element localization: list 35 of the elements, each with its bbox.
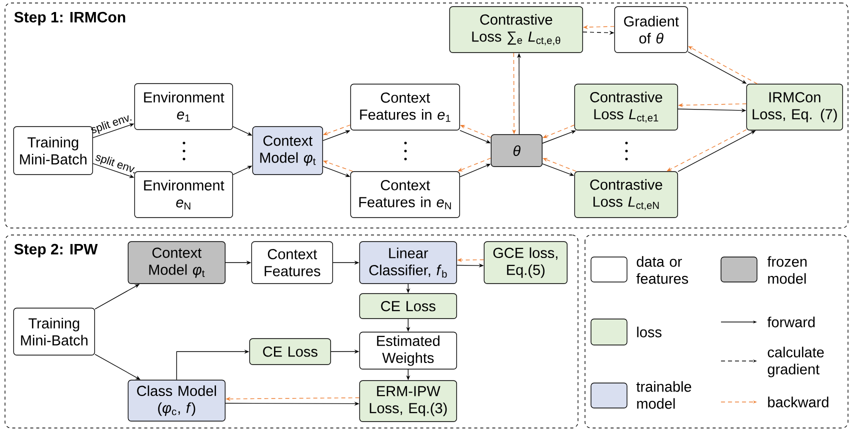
loss-box: CE Loss [359,293,457,319]
loss-box: Contrastive Loss ∑$_{e}$ L$_{ct,e,θ}$ [449,6,583,53]
loss-box: IRMCon Loss, Eq. (7) [746,84,843,130]
data-box: Environment e$_{N}$ [134,171,233,218]
data-box: Environment e$_{1}$ [134,83,233,130]
legend-text: trainable model [636,381,692,409]
loss-box: ERM-IPW Loss, Eq.(3) [359,380,457,422]
loss-box: GCE loss, Eq.(5) [484,241,568,284]
model-box: Linear Classifier, f$_{b}$ [359,241,457,284]
legend-text: loss [637,326,662,338]
data-box: Estimated Weights [359,332,457,370]
edge-label: split env. [96,155,135,174]
loss-box: Contrastive Loss L$_{ct,eN}$ [574,171,678,218]
data-box: Context Features in e$_{1}$ [350,84,460,130]
legend-text: data or features [636,256,688,284]
panel-title: Step 1: IRMCon [14,12,126,26]
edge-label: split env. [91,115,132,134]
legend-text: forward [767,316,815,328]
model-box: Context Model φ$_{t}$ [128,241,226,284]
model-box: Context Model φ$_{t}$ [252,126,323,175]
model-box: Class Model (φ$_{c}$, f) [128,380,226,422]
data-box: Gradient of θ [614,6,688,53]
panel [4,234,578,428]
model-box: θ [490,134,542,167]
data-box: Training Mini-Batch [13,308,95,356]
panel [4,2,848,228]
legend-text: backward [768,396,828,408]
loss-box: Contrastive Loss L$_{ct,e1}$ [574,84,678,130]
panel-title: Step 2: IPW [14,244,98,258]
data-box: Context Features in e$_{N}$ [350,171,460,218]
legend-text: frozen model [767,256,807,284]
data-box: Context Features [251,241,333,284]
legend-text: calculate gradient [768,346,824,378]
arrow [688,46,758,84]
loss-box: CE Loss [249,338,331,365]
